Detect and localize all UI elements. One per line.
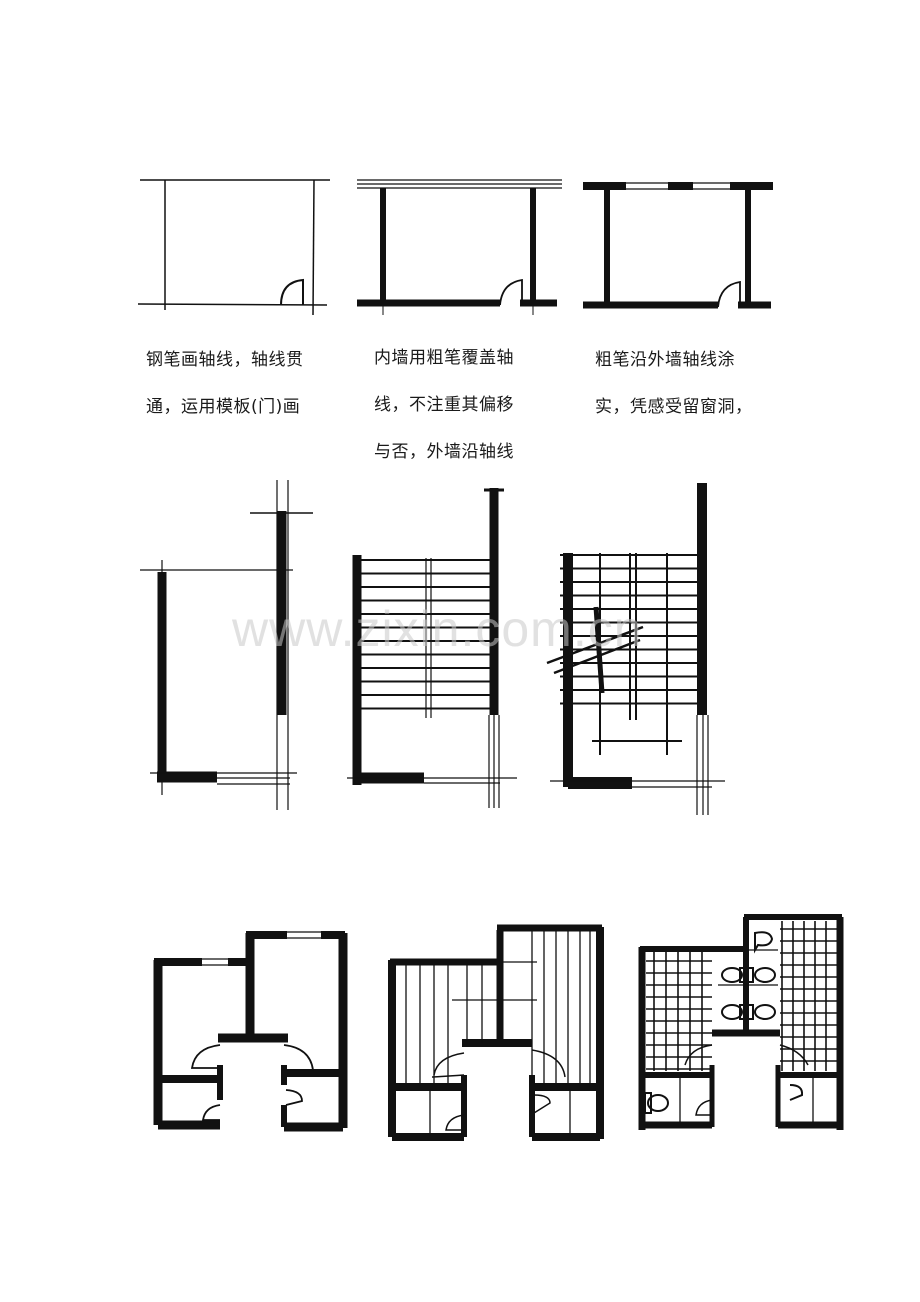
outer-walls-drawing (583, 182, 773, 309)
figure-axis-lines (135, 170, 335, 320)
toilet-fixtures (644, 931, 804, 1114)
figure-inner-walls (352, 170, 567, 320)
caption-line: 粗笔沿外墙轴线涂 (595, 350, 735, 370)
caption-step-1: 钢笔画轴线，轴线贯 通，运用模板(门)画 (146, 337, 304, 431)
axis-lines-drawing (137, 179, 330, 316)
toilet-hatching-drawing (388, 924, 604, 1141)
figure-toilet-hatching (372, 905, 612, 1150)
figure-outer-walls (578, 170, 778, 320)
caption-line: 与否，外墙沿轴线 (374, 442, 514, 462)
caption-line: 线，不注重其偏移 (374, 395, 514, 415)
stair-break-drawing (546, 483, 725, 815)
toilet-fixtures-drawing (638, 914, 844, 1130)
caption-step-3: 粗笔沿外墙轴线涂 实，凭感受留窗洞， (595, 337, 753, 431)
figure-toilet-fixtures (630, 905, 855, 1140)
stair-axis-drawing (140, 480, 313, 810)
inner-walls-drawing (357, 179, 562, 315)
caption-line: 通，运用模板(门)画 (146, 397, 301, 417)
stair-treads-drawing (347, 488, 517, 808)
caption-step-2: 内墙用粗笔覆盖轴 线，不注重其偏移 与否，外墙沿轴线 (374, 335, 514, 476)
caption-line: 内墙用粗笔覆盖轴 (374, 348, 514, 368)
caption-line: 钢笔画轴线，轴线贯 (146, 350, 304, 370)
figure-stair-axis (135, 475, 325, 820)
figure-stair-break (540, 475, 730, 825)
toilet-walls-drawing (153, 931, 348, 1132)
figure-stair-treads (342, 480, 532, 810)
figure-toilet-walls (140, 905, 365, 1150)
caption-line: 实，凭感受留窗洞， (595, 397, 753, 417)
